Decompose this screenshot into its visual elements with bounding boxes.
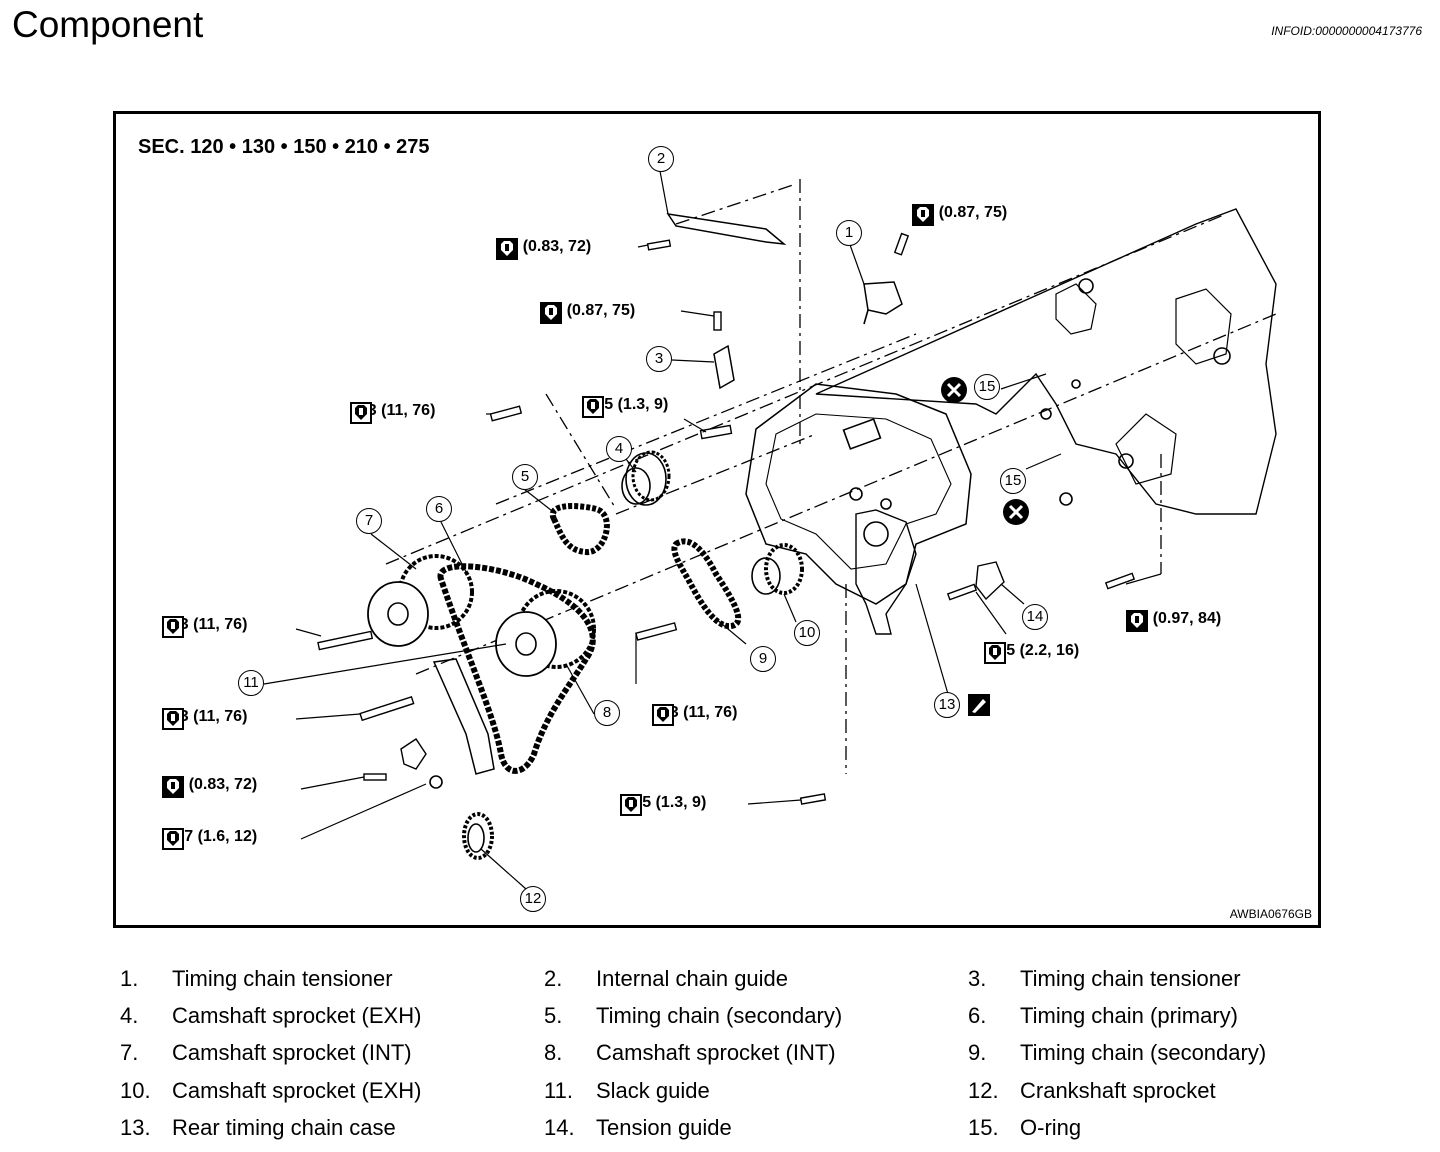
torque-spec: 8.1 (0.83, 72) [162, 776, 258, 798]
sealant-icon [968, 694, 990, 716]
callout-3: 3 [646, 346, 672, 372]
callout-10: 10 [794, 620, 820, 646]
torque-value: 21.5 (2.2, 16) [984, 642, 1080, 659]
callout-15: 15 [1000, 468, 1026, 494]
torque-spec: 103 (11, 76) [162, 708, 247, 730]
exploded-view-drawing [263, 170, 1277, 890]
engine-block [815, 208, 1277, 515]
torque-icon-filled [162, 776, 184, 798]
torque-spec: 8.5 (0.87, 75) [912, 204, 1008, 226]
callout-1: 1 [836, 220, 862, 246]
slack-guide [432, 658, 495, 775]
parts-legend: 1.Timing chain tensioner 2.Internal chai… [120, 966, 1267, 1140]
callout-12: 12 [520, 886, 546, 912]
torque-value: 15.7 (1.6, 12) [162, 828, 258, 845]
callout-14: 14 [1022, 604, 1048, 630]
callout-9: 9 [750, 646, 776, 672]
torque-spec: 15.7 (1.6, 12) [162, 828, 258, 850]
torque-value: 8.5 (0.87, 75) [540, 302, 636, 319]
torque-spec: 12.5 (1.3, 9) [620, 794, 706, 816]
torque-icon [350, 402, 372, 424]
do-not-reuse-icon [941, 377, 967, 403]
torque-icon [162, 616, 184, 638]
torque-icon [162, 828, 184, 850]
torque-spec: 103 (11, 76) [350, 402, 435, 424]
torque-icon-filled [912, 204, 934, 226]
camshaft-sprocket-4 [621, 450, 671, 506]
torque-spec: 8.5 (0.87, 75) [540, 302, 636, 324]
callout-5: 5 [512, 464, 538, 490]
torque-icon [620, 794, 642, 816]
tensioner-3-body [713, 344, 735, 390]
torque-value: 9.5 (0.97, 84) [1126, 610, 1222, 627]
torque-icon [652, 704, 674, 726]
timing-chain-9 [671, 538, 742, 630]
torque-spec: 21.5 (2.2, 16) [984, 642, 1080, 664]
camshaft-sprocket-7 [367, 554, 474, 647]
torque-value: 8.1 (0.83, 72) [162, 776, 258, 793]
tensioner-1-body [863, 281, 903, 315]
torque-value: 8.5 (0.87, 75) [912, 204, 1008, 221]
callout-11: 11 [238, 670, 264, 696]
figure-code: AWBIA0676GB [1229, 907, 1312, 921]
tension-guide [975, 561, 1005, 601]
callout-7: 7 [356, 508, 382, 534]
info-id: INFOID:0000000004173776 [1271, 24, 1422, 38]
callout-4: 4 [606, 436, 632, 462]
timing-chain-6 [437, 563, 596, 774]
camshaft-sprocket-10 [751, 543, 804, 595]
rear-timing-chain-case [745, 383, 972, 605]
torque-spec: 9.5 (0.97, 84) [1126, 610, 1222, 632]
torque-icon [162, 708, 184, 730]
crankshaft-sprocket [462, 812, 494, 860]
torque-spec: 103 (11, 76) [652, 704, 737, 726]
torque-icon-filled [496, 238, 518, 260]
callout-2: 2 [648, 146, 674, 172]
torque-spec: 103 (11, 76) [162, 616, 247, 638]
engine-block-detail [1055, 283, 1232, 485]
section-label: SEC. 120 • 130 • 150 • 210 • 275 [138, 136, 430, 158]
torque-spec: 8.1 (0.83, 72) [496, 238, 592, 260]
do-not-reuse-icon [1003, 499, 1029, 525]
torque-icon-filled [540, 302, 562, 324]
torque-value: 8.1 (0.83, 72) [496, 238, 592, 255]
bolts [317, 232, 1136, 805]
diagram-frame: SEC. 120 • 130 • 150 • 210 • 275 AWBIA06… [113, 111, 1321, 928]
torque-icon [582, 396, 604, 418]
page-title: Component [12, 4, 204, 45]
timing-chain-5 [549, 503, 610, 555]
callout-8: 8 [594, 700, 620, 726]
torque-icon-filled [1126, 610, 1148, 632]
callout-15: 15 [974, 374, 1000, 400]
callout-13: 13 [934, 692, 960, 718]
torque-icon [984, 642, 1006, 664]
torque-spec: 12.5 (1.3, 9) [582, 396, 668, 418]
camshaft-sprocket-8 [495, 589, 596, 677]
callout-6: 6 [426, 496, 452, 522]
internal-chain-guide [666, 213, 787, 246]
